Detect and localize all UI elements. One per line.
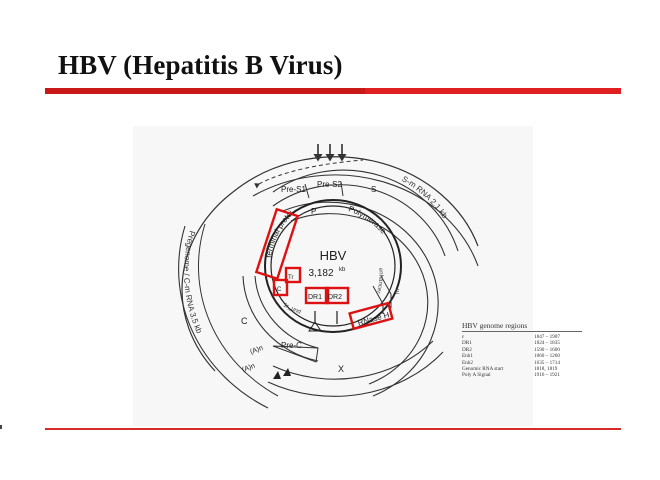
label-rnase-h: RNase H <box>357 310 391 327</box>
highlight-terminal-protein <box>254 207 300 281</box>
region-range: 1590 – 1600 <box>534 346 560 353</box>
polymerase-outer <box>282 201 439 397</box>
table-row: Enh1 1060 – 1260 <box>462 353 582 359</box>
region-name: Genomic RNA start <box>462 366 504 373</box>
table-row: Poly A Signal 1916 – 1921 <box>462 372 582 378</box>
region-range: 1060 – 1260 <box>534 353 560 360</box>
table-row: Genomic RNA start 1818, 1819 <box>462 366 582 372</box>
label-c-region: C <box>241 316 248 326</box>
envelope-outer <box>272 169 459 252</box>
polymerase-inner <box>290 213 429 385</box>
region-name: Enh2 <box>462 359 473 366</box>
center-label-unit: kb <box>339 267 346 273</box>
margin-mark <box>0 425 2 429</box>
label-tr: Tr <box>288 275 293 281</box>
hbv-genome-diagram: HBV 3,182 kb S-m RNA 2.1 kb Pregenome / … <box>133 126 533 426</box>
table-row: Enh2 1635 – 1714 <box>462 360 582 366</box>
label-x: X <box>338 364 344 374</box>
x-band-outer <box>272 340 434 380</box>
highlight-c <box>272 278 289 297</box>
promoter-arrows <box>313 144 347 162</box>
center-label-size: 3,182 <box>308 268 333 279</box>
region-name: Poly A Signal <box>462 372 491 379</box>
highlight-rnase-h <box>348 301 394 331</box>
label-pre-s1: Pre-S1 <box>281 185 306 194</box>
label-s: S <box>371 185 376 194</box>
sm-rna-arc <box>252 174 479 267</box>
footer-rule <box>45 428 621 430</box>
label-enhancer: enhancer <box>375 268 384 294</box>
label-dr1: DR1 <box>308 294 322 301</box>
label-pre-s2: Pre-S2 <box>317 180 342 189</box>
table-title: HBV genome regions <box>462 321 582 332</box>
label-a-n-2: (A)n <box>241 363 256 374</box>
region-range: 1916 – 1921 <box>534 372 560 379</box>
core-band-inner <box>254 275 319 349</box>
region-range: 1847 – 1907 <box>534 334 560 340</box>
outer-arc-left <box>181 191 234 372</box>
highlight-tr <box>284 266 302 284</box>
region-range: 1818, 1819 <box>534 366 558 373</box>
region-name: Enh1 <box>462 353 473 360</box>
highlight-dr2 <box>324 286 350 305</box>
label-a-n-1: (A)n <box>249 345 264 356</box>
genome-map-svg: HBV 3,182 kb S-m RNA 2.1 kb Pregenome / … <box>133 126 479 409</box>
x-band-inner <box>267 351 444 397</box>
label-dr2: DR2 <box>328 294 342 301</box>
label-e: E <box>395 289 400 296</box>
slide-title: HBV (Hepatitis B Virus) <box>58 50 343 80</box>
genome-circle-inner <box>270 205 396 327</box>
label-pre-c: Pre-C <box>281 341 302 350</box>
poly-a-markers <box>273 368 291 379</box>
label-c-box: C <box>277 287 282 293</box>
pregenome-arc <box>178 225 269 409</box>
dashed-arrow <box>254 159 364 189</box>
pregenome-arc-inner <box>198 223 279 397</box>
label-p: P <box>311 207 316 216</box>
envelope-inner <box>272 184 446 257</box>
label-sm-rna: S-m RNA 2.1 kb <box>400 174 449 220</box>
red-highlights <box>254 207 394 331</box>
region-range: 1635 – 1714 <box>534 359 560 366</box>
region-name: ε <box>462 334 465 340</box>
table-row: DR2 1590 – 1600 <box>462 347 582 353</box>
genome-circle-outer <box>264 199 402 333</box>
label-terminal-protein: terminal protein <box>133 126 295 258</box>
title-underline-accent <box>45 88 365 94</box>
center-label-hbv: HBV <box>320 248 347 263</box>
label-pregenome: Pregenome / C-m RNA 3.5 kb <box>182 230 204 336</box>
highlight-dr1 <box>304 286 330 305</box>
region-name: DR2 <box>462 346 472 353</box>
table-row: ε 1847 – 1907 <box>462 334 582 340</box>
outer-arc-top <box>232 156 479 247</box>
region-name: DR1 <box>462 340 472 347</box>
table-row: DR1 1824 – 1835 <box>462 340 582 346</box>
region-range: 1824 – 1835 <box>534 340 560 347</box>
